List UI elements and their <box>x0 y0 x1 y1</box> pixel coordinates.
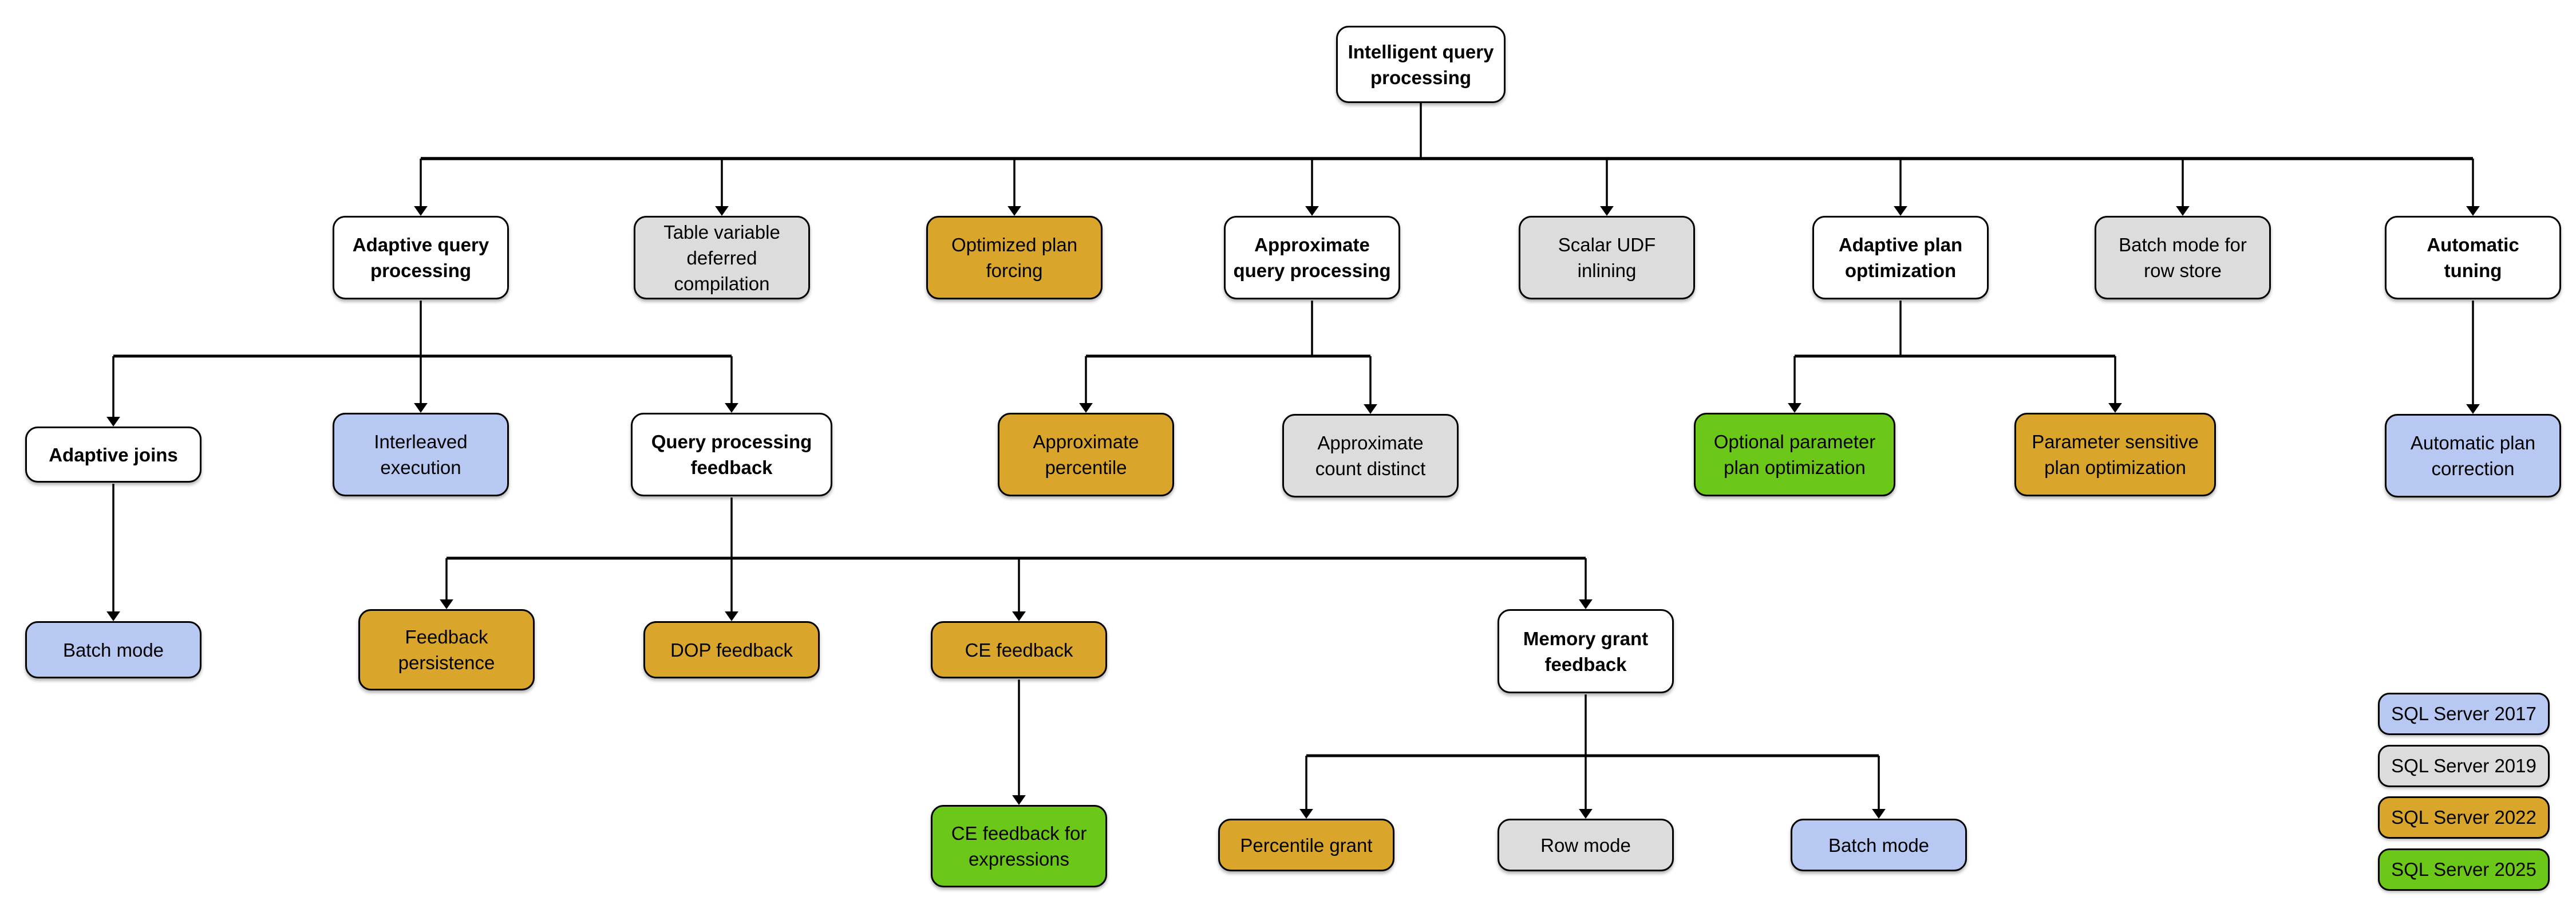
node-adaptive-query-processing: Adaptive query processing <box>333 216 509 299</box>
node-optional-parameter-plan-optimization: Optional parameter plan optimization <box>1694 413 1895 496</box>
node-approximate-query-processing: Approximate query processing <box>1224 216 1400 299</box>
node-interleaved-execution: Interleaved execution <box>333 413 509 496</box>
node-label: DOP feedback <box>670 639 793 661</box>
node-feedback-persistence: Feedback persistence <box>358 609 535 690</box>
node-label: Row mode <box>1540 834 1631 856</box>
node-ce-feedback-for-expressions: CE feedback for expressions <box>931 805 1107 887</box>
node-label: CE feedback <box>965 639 1073 661</box>
node-optimized-plan-forcing: Optimized plan forcing <box>926 216 1103 299</box>
node-dop-feedback: DOP feedback <box>643 621 820 678</box>
node-adaptive-joins: Adaptive joins <box>25 427 202 483</box>
node-batch-mode-memory-grant: Batch mode <box>1791 819 1967 871</box>
node-automatic-plan-correction: Automatic plan correction <box>2385 414 2561 498</box>
node-label: Table variable deferred compilation <box>663 221 780 294</box>
node-label: Feedback persistence <box>398 626 495 673</box>
node-row-mode: Row mode <box>1498 819 1674 871</box>
node-label: Intelligent query processing <box>1348 41 1494 88</box>
node-label: Optional parameter plan optimization <box>1713 431 1876 478</box>
node-label: Batch mode <box>62 639 164 661</box>
node-automatic-tuning: Automatic tuning <box>2385 216 2561 299</box>
node-table-variable-deferred-compilation: Table variable deferred compilation <box>634 216 810 299</box>
node-label: Approximate query processing <box>1233 234 1391 281</box>
node-ce-feedback: CE feedback <box>931 621 1107 678</box>
node-intelligent-query-processing: Intelligent query processing <box>1336 26 1506 103</box>
node-query-processing-feedback: Query processing feedback <box>631 413 832 496</box>
legend-label: SQL Server 2025 <box>2391 859 2537 880</box>
node-scalar-udf-inlining: Scalar UDF inlining <box>1519 216 1695 299</box>
legend-label: SQL Server 2022 <box>2391 807 2537 828</box>
node-label: Scalar UDF inlining <box>1558 234 1656 281</box>
node-label: Memory grant feedback <box>1523 627 1649 675</box>
legend-label: SQL Server 2017 <box>2391 703 2537 724</box>
node-label: Adaptive plan optimization <box>1838 234 1963 281</box>
node-approximate-percentile: Approximate percentile <box>998 413 1174 496</box>
node-label: Automatic plan correction <box>2410 432 2536 479</box>
node-label: Parameter sensitive plan optimization <box>2032 431 2199 478</box>
legend-item-sql-server-2025: SQL Server 2025 <box>2378 848 2550 891</box>
node-label: Approximate count distinct <box>1315 432 1426 479</box>
legend-label: SQL Server 2019 <box>2391 755 2537 776</box>
legend-item-sql-server-2017: SQL Server 2017 <box>2378 693 2550 735</box>
node-label: Automatic tuning <box>2427 234 2519 281</box>
legend-item-sql-server-2019: SQL Server 2019 <box>2378 745 2550 787</box>
node-label: Query processing feedback <box>651 431 812 478</box>
node-approximate-count-distinct: Approximate count distinct <box>1282 414 1459 498</box>
node-batch-mode-for-row-store: Batch mode for row store <box>2095 216 2271 299</box>
node-label: CE feedback for expressions <box>951 823 1087 870</box>
node-label: Batch mode for row store <box>2119 234 2247 281</box>
node-label: Percentile grant <box>1240 834 1373 856</box>
node-memory-grant-feedback: Memory grant feedback <box>1498 609 1674 693</box>
node-percentile-grant: Percentile grant <box>1218 819 1394 871</box>
node-label: Optimized plan forcing <box>951 234 1078 281</box>
node-label: Approximate percentile <box>1033 431 1139 478</box>
node-label: Adaptive joins <box>49 444 178 465</box>
node-parameter-sensitive-plan-optimization: Parameter sensitive plan optimization <box>2014 413 2216 496</box>
legend-item-sql-server-2022: SQL Server 2022 <box>2378 796 2550 839</box>
node-label: Batch mode <box>1828 834 1930 856</box>
node-batch-mode-adaptive-joins: Batch mode <box>25 621 202 678</box>
node-adaptive-plan-optimization: Adaptive plan optimization <box>1812 216 1989 299</box>
node-label: Adaptive query processing <box>352 234 489 281</box>
node-label: Interleaved execution <box>374 431 468 478</box>
